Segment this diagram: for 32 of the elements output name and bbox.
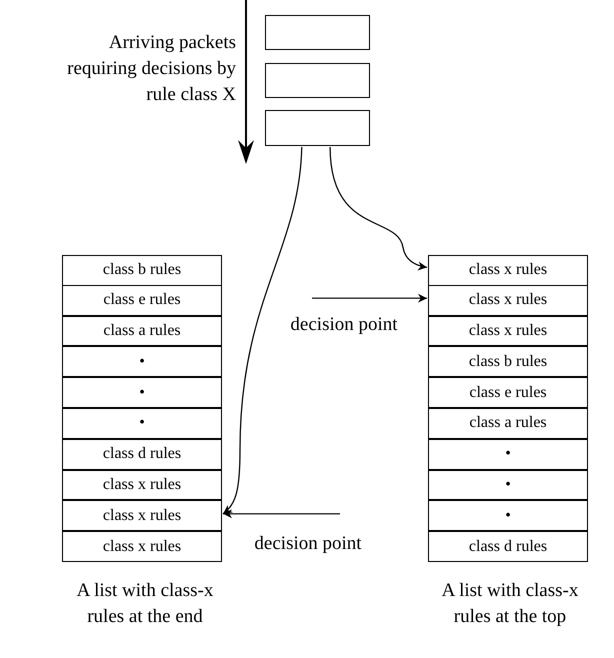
- rule-row: class x rules: [428, 284, 588, 316]
- arrow: [312, 294, 427, 303]
- rule-row: class x rules: [428, 255, 588, 286]
- arrow: [223, 509, 340, 518]
- rule-row: class d rules: [428, 531, 588, 562]
- rule-row: •: [62, 377, 222, 408]
- caption-text: A list with class-x rules at the end: [76, 579, 214, 629]
- rule-row: class x rules: [62, 470, 222, 500]
- rule-row: •: [428, 470, 588, 500]
- rule-row: class a rules: [428, 408, 588, 439]
- callout-label: decision point: [264, 312, 424, 338]
- rule-row: class e rules: [62, 284, 222, 316]
- rule-row: •: [428, 500, 588, 532]
- queue-slot: [265, 63, 370, 98]
- callout-label: decision point: [228, 531, 388, 557]
- caption-text: A list with class-x rules at the top: [440, 579, 580, 629]
- rule-row: •: [62, 408, 222, 439]
- rule-row: class x rules: [62, 531, 222, 562]
- rule-row: class b rules: [62, 255, 222, 286]
- queue-slot: [265, 110, 370, 146]
- rule-row: class x rules: [62, 500, 222, 532]
- rule-row: class a rules: [62, 316, 222, 346]
- rule-row: class d rules: [62, 438, 222, 470]
- arrow: [330, 146, 428, 270]
- arrow: [222, 146, 302, 514]
- rule-row: class x rules: [428, 316, 588, 346]
- rule-row: class e rules: [428, 377, 588, 408]
- rule-row: class b rules: [428, 346, 588, 378]
- rule-row: •: [62, 346, 222, 378]
- queue-slot: [265, 15, 370, 50]
- rule-row: •: [428, 438, 588, 470]
- caption-text: Arriving packets requiring decisions by rule class X: [66, 31, 236, 107]
